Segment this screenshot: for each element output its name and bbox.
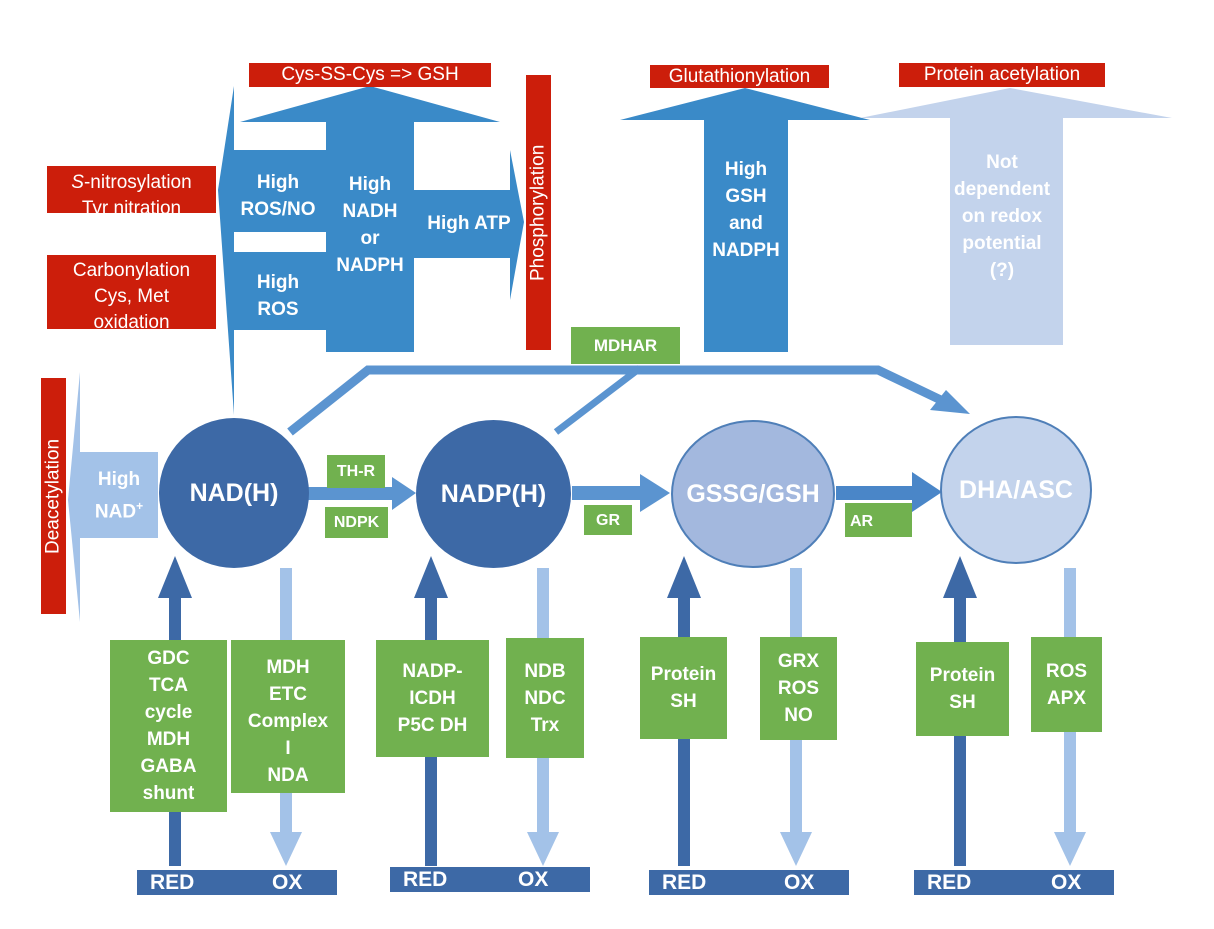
s-italic: S: [71, 172, 84, 193]
protein-sh-box-2: Protein SH: [916, 642, 1009, 736]
redox-bar-2: RED OX: [390, 867, 590, 892]
high-nadh-text: High NADH or NADPH: [336, 174, 404, 276]
red-label-2: RED: [403, 868, 448, 891]
nadp-circle: NADP(H): [416, 420, 571, 568]
glutathionylation-label: Glutathionylation: [650, 65, 829, 88]
high-nad-plus-text: High NAD+: [80, 468, 158, 524]
mdhar-label: MDHAR: [571, 327, 680, 364]
red-label-4: RED: [927, 871, 972, 894]
mdhar-branch-line: [553, 365, 643, 435]
th-r-label: TH-R: [327, 455, 385, 488]
ndpk-label: NDPK: [325, 507, 388, 538]
grx-ros-no-box: GRX ROS NO: [760, 637, 837, 740]
glutathionylation-up-arrow: [620, 88, 870, 352]
ox-label-2: OX: [518, 868, 549, 891]
high-atp-text: High ATP: [427, 212, 511, 234]
ndb-ndc-trx-box: NDB NDC Trx: [506, 638, 584, 758]
redox-bar-4: RED OX: [914, 870, 1114, 895]
phosphorylation-label: Phosphorylation: [526, 75, 551, 350]
cys-gsh-label: Cys-SS-Cys => GSH: [249, 63, 491, 87]
protein-sh-box-1: Protein SH: [640, 637, 727, 739]
protein-acetylation-label: Protein acetylation: [899, 63, 1105, 87]
deacetylation-left-arrow: [68, 372, 158, 622]
nadp-to-gssg-arrow: [572, 474, 670, 512]
nad-circle: NAD(H): [159, 418, 309, 568]
not-dependent-text: Not dependent on redox potential (?): [953, 151, 1051, 281]
carbonylation-label: Carbonylation Cys, Met oxidation: [47, 255, 216, 329]
cys-gsh-up-arrow: [240, 86, 500, 352]
high-ros-no-wedge: [218, 86, 326, 415]
nad-to-nadp-arrow: [306, 477, 416, 510]
acetylation-up-arrow: [860, 88, 1172, 345]
mdhar-line: [287, 365, 947, 436]
high-atp-right-arrow: [414, 150, 524, 300]
nadp-icdh-box: NADP- ICDH P5C DH: [376, 640, 489, 757]
deacetylation-label: Deacetylation: [41, 378, 66, 614]
gr-label: GR: [584, 505, 632, 535]
mdh-etc-box: MDH ETC Complex I NDA D: [231, 640, 345, 793]
tyr-nitration-text: Tyr nitration: [81, 198, 182, 213]
gssg-gsh-circle: GSSG/GSH: [671, 420, 835, 568]
gssg-to-dha-arrow: [836, 472, 942, 512]
red-label-1: RED: [150, 871, 195, 894]
high-ros-no-text: High ROS/NO: [240, 172, 316, 220]
high-ros-text: High ROS: [256, 272, 300, 320]
high-nad-line2: NAD: [94, 501, 137, 523]
nad-plus-sup: +: [136, 499, 144, 514]
high-nad-line1: High: [97, 469, 141, 491]
redox-bar-3: RED OX: [649, 870, 849, 895]
red-label-3: RED: [662, 871, 707, 894]
ox-label-4: OX: [1051, 871, 1082, 894]
mdhar-arrowhead: [930, 390, 970, 414]
gdc-tca-box: GDC TCA cycle MDH GABA shunt: [110, 640, 227, 812]
dha-asc-circle: DHA/ASC: [940, 416, 1092, 564]
high-gsh-text: High GSH and NADPH: [712, 159, 780, 261]
ox-label-1: OX: [272, 871, 303, 894]
ar-label: AR: [845, 503, 912, 537]
redox-bar-1: RED OX: [137, 870, 337, 895]
ox-label-3: OX: [784, 871, 815, 894]
ros-apx-box: ROS APX: [1031, 637, 1102, 732]
s-nitrosylation-label: S-nitrosylation Tyr nitration: [47, 166, 216, 213]
nitrosylation-text: -nitrosylation: [83, 172, 192, 193]
